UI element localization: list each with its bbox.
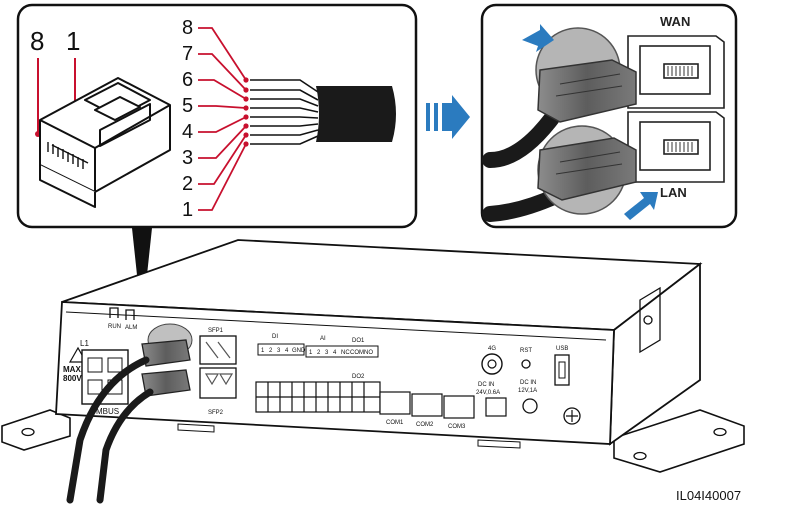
svg-text:NC: NC [341,350,350,356]
sfp2-label: SFP2 [208,410,224,416]
svg-text:NO: NO [364,350,373,356]
power-terminal[interactable] [485,397,507,417]
pin-label-3: 3 [182,147,193,169]
svg-text:1: 1 [309,350,313,356]
di-terminal-row: 1 2 3 4 GND [257,343,306,356]
figure-id: IL04I40007 [676,488,741,503]
max-voltage: 800V [63,374,82,383]
terminal-block-large[interactable] [255,381,381,413]
pin-label-column: 8 7 6 5 4 3 2 1 [182,17,193,221]
pin-label-4: 4 [182,121,193,143]
reset-button[interactable] [521,359,531,369]
pin-leader-lines [198,27,247,211]
run-led-label: RUN [108,324,121,330]
svg-text:GND: GND [292,348,306,354]
ai-terminal-row: 1 2 3 4 NC COM NO [305,345,379,358]
com2-terminal[interactable] [411,393,443,417]
rst-label: RST [520,348,532,354]
wan-label: WAN [660,14,690,29]
connector-detail-panel: 8 1 [16,3,418,229]
max-label: MAX. [63,365,83,374]
cable-jacket [316,86,396,142]
wire-fan [250,79,319,145]
do2-label: DO2 [352,374,365,380]
l1-label: L1 [80,339,89,348]
pin-label-6: 6 [182,69,193,91]
dc-in-2-rating: 12V,1A [518,388,537,394]
antenna-4g-label: 4G [488,346,496,352]
svg-text:3: 3 [277,348,281,354]
sfp2-port[interactable] [199,367,237,399]
plug-pin1-label: 1 [66,26,80,56]
port-detail-panel: WAN LAN [480,3,738,229]
dc-in-2-label: DC IN [520,380,536,386]
svg-text:COM: COM [350,350,364,356]
transition-arrow [426,95,470,139]
svg-text:2: 2 [269,348,273,354]
dc-jack[interactable] [522,398,538,414]
rj45-plug-drawing [39,77,171,208]
com3-label: COM3 [448,424,466,430]
insert-arrow-wan [522,24,554,52]
di-label: DI [272,334,278,340]
alm-led-label: ALM [125,325,137,331]
usb-label: USB [556,346,568,352]
svg-text:1: 1 [261,348,265,354]
pin-label-5: 5 [182,95,193,117]
svg-text:4: 4 [333,350,337,356]
mbus-label: MBUS [96,407,119,416]
dc-in-1-rating: 24V,0.6A [476,390,500,396]
com3-terminal[interactable] [443,395,475,419]
pin-label-8: 8 [182,17,193,39]
lan-label: LAN [660,185,687,200]
com1-label: COM1 [386,420,404,426]
svg-text:2: 2 [317,350,321,356]
com2-label: COM2 [416,422,434,428]
plug-pin8-label: 8 [30,26,44,56]
insert-arrow-lan [624,192,658,220]
svg-text:4: 4 [285,348,289,354]
pin-label-1: 1 [182,199,193,221]
dc-in-1-label: DC IN [478,382,494,388]
pin-dots [243,77,249,147]
do1-label: DO1 [352,338,365,344]
sfp1-port[interactable] [199,335,237,365]
pin-label-7: 7 [182,43,193,65]
svg-text:3: 3 [325,350,329,356]
pin-label-2: 2 [182,173,193,195]
lan-port-plug[interactable] [141,369,191,397]
sfp1-label: SFP1 [208,328,224,334]
ai-label: AI [320,336,326,342]
com1-terminal[interactable] [379,391,411,415]
device-body: L1 MAX. 800V MBUS RUN ALM SFP1 SFP2 DI A… [1,239,745,504]
